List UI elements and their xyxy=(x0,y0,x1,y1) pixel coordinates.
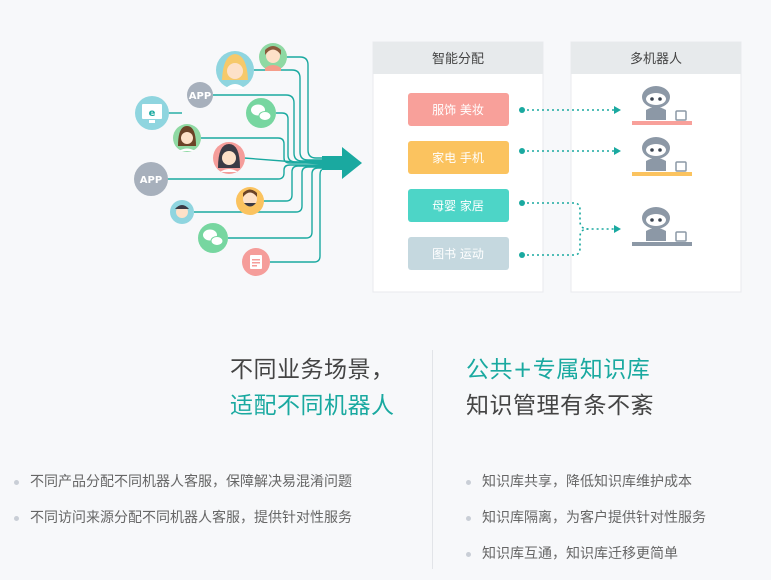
app-icon-large-label: APP xyxy=(140,175,162,186)
browser-icon: e xyxy=(135,96,169,130)
avatar-woman-blonde xyxy=(216,51,254,89)
category-appliances-label: 家电 手机 xyxy=(432,150,484,165)
left-headline-line2: 适配不同机器人 xyxy=(230,393,395,419)
robots-panel-title: 多机器人 xyxy=(630,51,682,67)
routing-dots xyxy=(519,106,621,258)
assign-panel-title: 智能分配 xyxy=(432,52,484,67)
svg-text:e: e xyxy=(149,108,156,119)
avatar-woman-brown xyxy=(173,124,201,152)
funnel-arrow xyxy=(322,147,362,179)
section-divider xyxy=(432,350,433,569)
wechat-icon-bottom xyxy=(198,223,228,253)
routing-connectors xyxy=(522,109,614,256)
right-headline: 公共+专属知识库 知识管理有条不紊 xyxy=(466,352,654,424)
avatar-woman-dark xyxy=(213,142,245,174)
routing-diagram: APP e APP xyxy=(134,41,742,293)
app-icon-small: APP xyxy=(187,82,213,108)
category-baby-home-label: 母婴 家居 xyxy=(432,198,484,213)
document-icon xyxy=(242,248,270,276)
right-bullet-list: 知识库共享，降低知识库维护成本 知识库隔离，为客户提供针对性服务 知识库互通，知… xyxy=(466,472,706,580)
left-headline-line1: 不同业务场景， xyxy=(230,357,395,383)
left-bullet-list: 不同产品分配不同机器人客服，保障解决易混淆问题 不同访问来源分配不同机器人客服，… xyxy=(14,472,352,544)
app-icon-large: APP xyxy=(134,162,168,196)
category-books-sports[interactable]: 图书 运动 xyxy=(408,237,509,270)
right-headline-line2: 知识管理有条不紊 xyxy=(466,393,654,419)
list-item: 不同产品分配不同机器人客服，保障解决易混淆问题 xyxy=(14,472,352,508)
app-icon-small-label: APP xyxy=(189,91,211,102)
robot-icon-2 xyxy=(632,137,692,176)
category-books-sports-label: 图书 运动 xyxy=(432,247,484,261)
avatar-man-cap xyxy=(170,200,194,224)
right-headline-line1: 公共+专属知识库 xyxy=(466,357,651,383)
category-fashion[interactable]: 服饰 美妆 xyxy=(408,93,509,126)
list-item: 知识库隔离，为客户提供针对性服务 xyxy=(466,508,706,544)
category-appliances[interactable]: 家电 手机 xyxy=(408,141,509,174)
avatar-woman-top xyxy=(259,43,287,71)
wechat-icon-top xyxy=(246,98,276,128)
left-headline: 不同业务场景， 适配不同机器人 xyxy=(230,352,395,424)
robot-icon-3 xyxy=(632,207,692,246)
source-connectors xyxy=(165,56,323,263)
avatar-man-beard xyxy=(236,187,264,215)
robot-icon-1 xyxy=(632,86,692,125)
list-item: 知识库互通，知识库迁移更简单 xyxy=(466,544,706,580)
category-baby-home[interactable]: 母婴 家居 xyxy=(408,189,509,222)
category-fashion-label: 服饰 美妆 xyxy=(432,103,484,117)
list-item: 不同访问来源分配不同机器人客服，提供针对性服务 xyxy=(14,508,352,544)
list-item: 知识库共享，降低知识库维护成本 xyxy=(466,472,706,508)
